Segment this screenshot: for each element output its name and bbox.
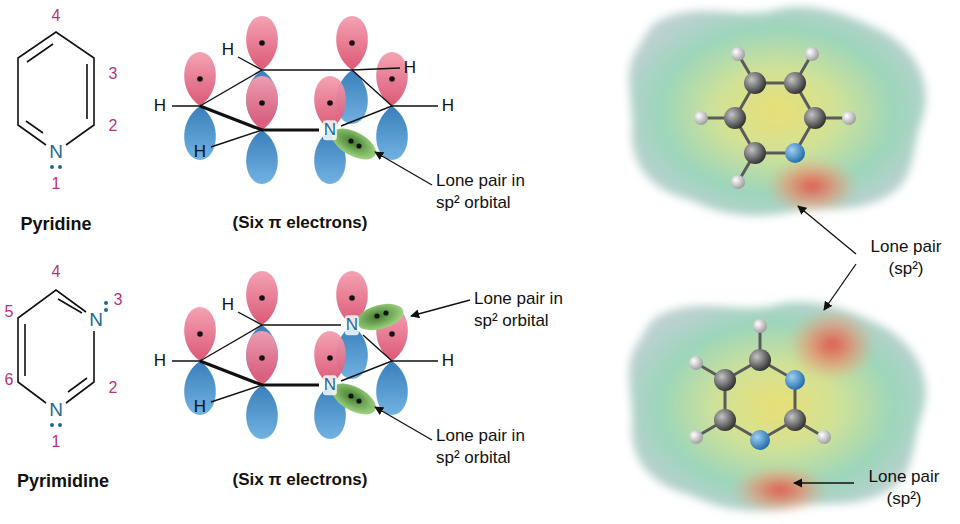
atom-label: H <box>154 96 166 116</box>
position-number: 3 <box>109 65 118 83</box>
molecule-name: Pyridine <box>20 214 91 235</box>
atom-label: N <box>345 315 359 335</box>
position-number: 2 <box>109 379 118 397</box>
leader-arrow <box>794 206 856 483</box>
atom-label: N <box>89 309 103 331</box>
callout-label: Lone pair (sp²) <box>858 466 950 511</box>
electron-count: (Six π electrons) <box>233 213 368 233</box>
position-number: 3 <box>114 291 123 309</box>
atom-label: H <box>442 96 454 116</box>
lone-pair-dots <box>50 301 108 427</box>
atom-label: H <box>194 397 206 417</box>
position-number: 4 <box>52 7 61 25</box>
callout-label: Lone pair (sp²) <box>860 236 952 281</box>
atom-label: H <box>442 351 454 371</box>
pyrimidine-orbitals <box>172 271 470 440</box>
position-number: 4 <box>52 263 61 281</box>
pyridine-orbitals <box>172 16 438 185</box>
atom-label: H <box>404 58 416 78</box>
callout-label: Lone pair in sp² orbital <box>474 288 588 333</box>
atom-label: N <box>323 375 337 395</box>
pyrimidine-skeleton <box>18 290 94 403</box>
callout-label: Lone pair in sp² orbital <box>436 425 550 470</box>
atom-label: N <box>49 141 63 163</box>
electron-count: (Six π electrons) <box>233 470 368 490</box>
position-number: 1 <box>52 433 61 451</box>
atom-label: H <box>222 295 234 315</box>
position-number: 2 <box>109 117 118 135</box>
molecule-name: Pyrimidine <box>17 471 109 492</box>
potential-map <box>629 7 926 216</box>
atom-label: H <box>222 40 234 60</box>
atom-label: H <box>194 142 206 162</box>
pyridine-skeleton <box>18 32 94 145</box>
atom-label: H <box>154 351 166 371</box>
callout-label: Lone pair in sp² orbital <box>436 170 550 215</box>
lone-pair-dots <box>50 165 62 169</box>
position-number: 6 <box>5 371 14 389</box>
position-number: 5 <box>5 303 14 321</box>
position-number: 1 <box>52 175 61 193</box>
atom-label: N <box>323 120 337 140</box>
atom-label: N <box>49 399 63 421</box>
